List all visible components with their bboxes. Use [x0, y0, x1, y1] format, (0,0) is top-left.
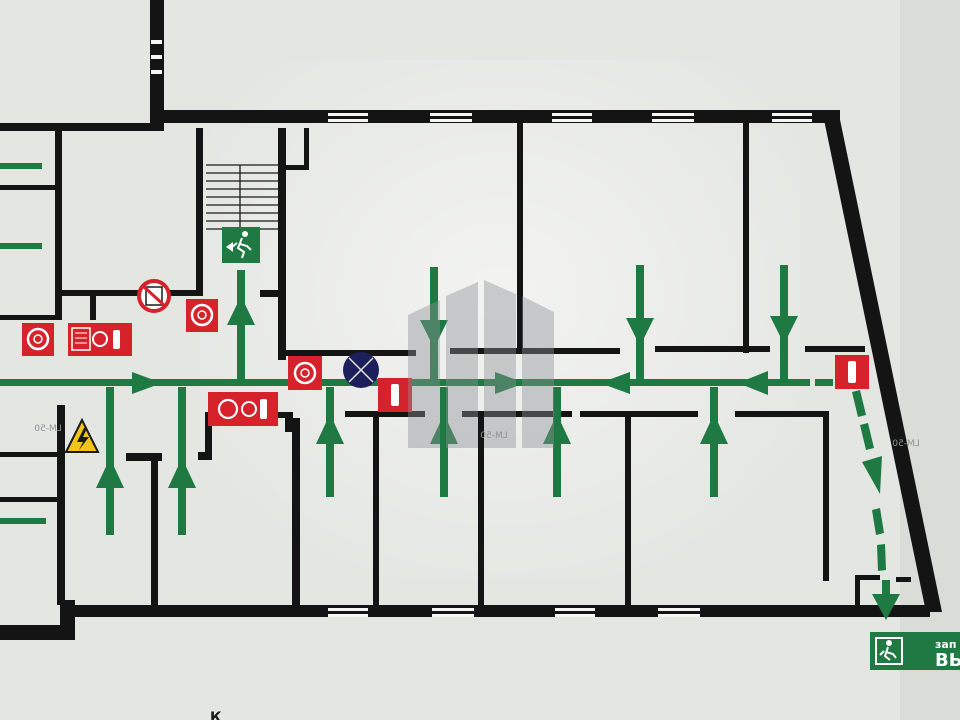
- fire-hose-with-extinguisher: [68, 323, 132, 356]
- fire-extinguisher-icon: [391, 384, 399, 406]
- watermark-logo: [408, 280, 554, 448]
- fire-hose-icon: [92, 331, 108, 347]
- fire-hose-icon: [190, 303, 214, 327]
- window-markings: [151, 40, 812, 617]
- evacuation-arrow-icon: [700, 414, 728, 444]
- fire-hose-cabinet: [22, 323, 54, 356]
- mirrored-room-label: LM-50: [480, 431, 508, 441]
- evacuation-arrow-icon: [626, 318, 654, 346]
- evacuation-arrow-icon: [132, 372, 162, 394]
- running-man-exit-icon: [879, 646, 897, 661]
- high-voltage-warning-sign: [64, 417, 100, 453]
- mirrored-room-label: LM-50: [892, 439, 920, 449]
- no-elevator-sign: [137, 279, 171, 313]
- fire-extinguisher-icon: [848, 361, 856, 383]
- fire-hose-icon: [241, 401, 257, 417]
- fire-hose-icon: [217, 398, 239, 420]
- stair-exit-sign: [222, 227, 260, 263]
- evacuation-arrow-icon: [738, 371, 768, 395]
- staircase: [206, 164, 278, 232]
- bottom-caption: К: [210, 710, 222, 720]
- fire-hose-icon: [293, 361, 317, 385]
- fire-extinguisher-icon: [113, 330, 120, 349]
- evacuation-arrow-icon: [430, 414, 458, 444]
- evacuation-arrow-icon: [495, 372, 525, 394]
- fire-hose-cabinet: [288, 356, 322, 390]
- evacuation-arrow-icon: [316, 414, 344, 444]
- evacuation-arrow-icon: [168, 458, 196, 488]
- fire-hose-cabinet: [186, 299, 218, 332]
- evacuation-arrow-icon: [96, 458, 124, 488]
- fire-hose-with-extinguisher: [208, 392, 278, 426]
- evacuation-arrow-icon: [872, 594, 900, 620]
- exit-route-dashed: [852, 390, 900, 620]
- evacuation-arrow-icon: [600, 372, 630, 394]
- exit-sign-line2: ВЫ: [935, 650, 960, 671]
- exit-sign-line1: зап: [935, 638, 956, 651]
- evacuation-arrow-icon: [543, 414, 571, 444]
- mirrored-room-label: LM-50: [34, 424, 62, 434]
- evacuation-arrow-icon: [227, 296, 255, 325]
- fire-extinguisher-icon: [260, 399, 267, 419]
- you-are-here-icon: [343, 352, 379, 388]
- fire-extinguisher-sign: [835, 355, 869, 389]
- high-voltage-warning-icon: [77, 428, 89, 450]
- main-exit-sign: зап ВЫ: [870, 632, 960, 671]
- fire-hose-icon: [26, 327, 50, 351]
- evacuation-arrow-icon: [770, 316, 798, 344]
- fire-extinguisher-sign: [378, 378, 412, 412]
- evacuation-arrow-icon: [420, 320, 448, 348]
